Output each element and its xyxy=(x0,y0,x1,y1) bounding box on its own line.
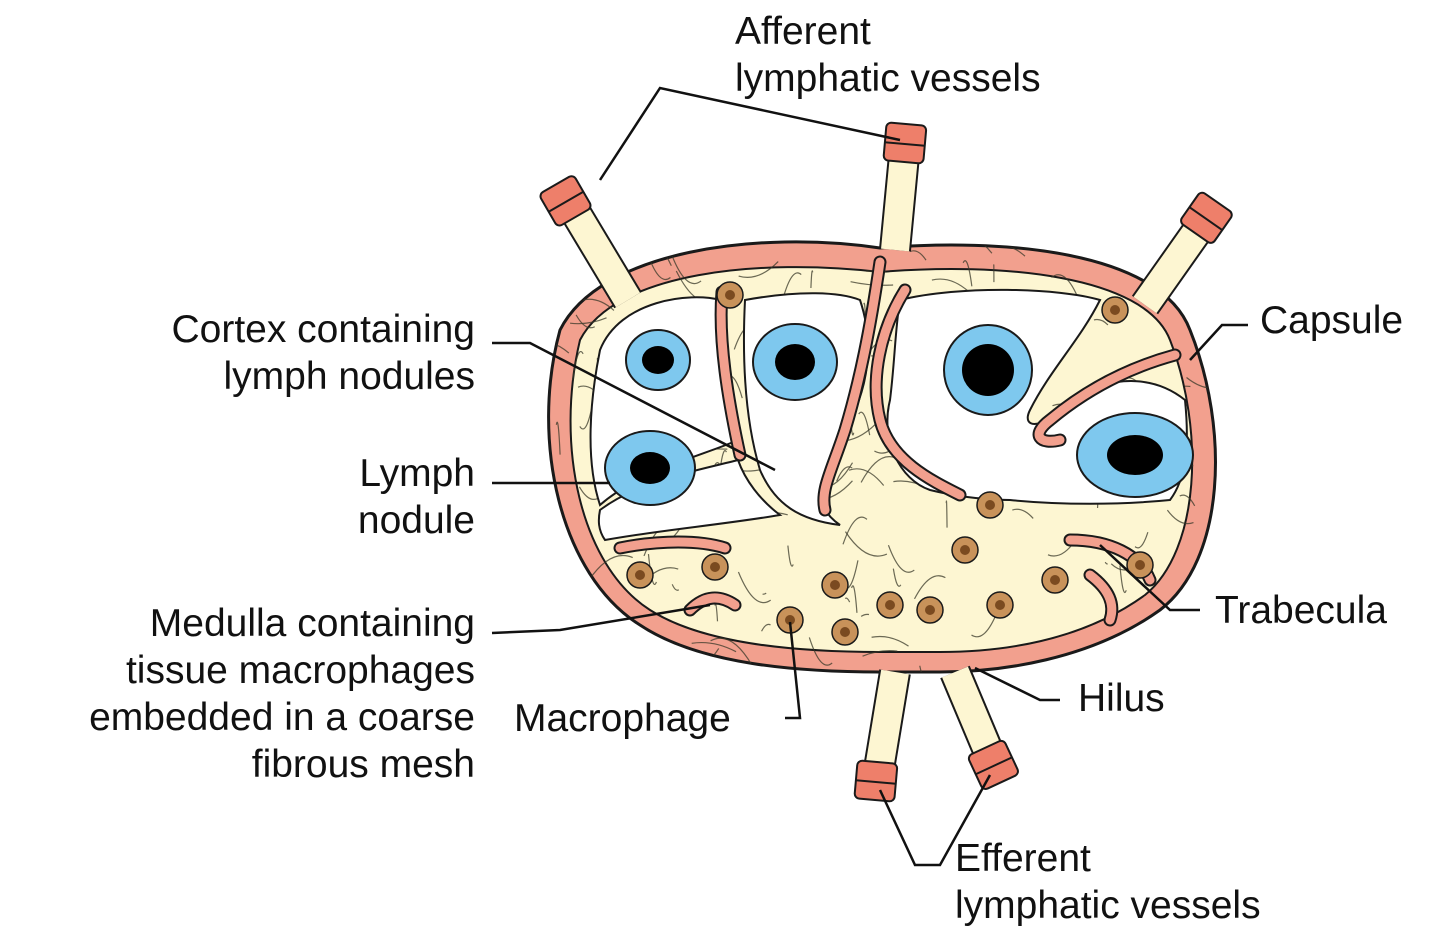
mesh-fiber xyxy=(1107,644,1130,663)
medulla-line-1: Medulla containing xyxy=(89,600,475,647)
mesh-fiber xyxy=(562,644,573,660)
afferent-line-2: lymphatic vessels xyxy=(735,55,1041,102)
medulla-line-4: fibrous mesh xyxy=(89,741,475,788)
macrophage-cell xyxy=(1102,297,1128,323)
macrophage-text: Macrophage xyxy=(514,695,731,742)
afferent-vessels-label: Afferent lymphatic vessels xyxy=(735,8,1041,102)
medulla-line-3: embedded in a coarse xyxy=(89,694,475,741)
efferent-vessels-label: Efferent lymphatic vessels xyxy=(955,835,1261,929)
vessel-end-cap xyxy=(854,760,897,801)
macrophage-cell xyxy=(1042,567,1068,593)
macrophage-cell xyxy=(917,597,943,623)
macrophage-label: Macrophage xyxy=(514,695,731,742)
lymphatic-vessel xyxy=(955,672,1020,791)
hilus-label: Hilus xyxy=(1078,675,1165,722)
lymphatic-vessel xyxy=(1145,191,1234,305)
macrophage-cell xyxy=(627,562,653,588)
cortex-label: Cortex containing lymph nodules xyxy=(171,306,475,400)
lymph-nodule xyxy=(1077,413,1193,497)
lymph-nodule xyxy=(605,431,695,505)
lymph-nodule xyxy=(753,324,837,400)
capsule-label: Capsule xyxy=(1260,297,1403,344)
medulla-line-2: tissue macrophages xyxy=(89,647,475,694)
lymphatic-vessel xyxy=(854,672,897,802)
macrophage-cell xyxy=(717,282,743,308)
lymph-nodule xyxy=(626,330,690,390)
mesh-fiber xyxy=(668,646,673,663)
mesh-fiber xyxy=(1172,611,1194,620)
lymph-nodule-label: Lymph nodule xyxy=(358,450,475,544)
cortex-line-1: Cortex containing xyxy=(171,306,475,353)
cortex-line-2: lymph nodules xyxy=(171,353,475,400)
mesh-fiber xyxy=(1198,568,1237,586)
trabecula-label: Trabecula xyxy=(1215,587,1387,634)
mesh-fiber xyxy=(1135,648,1146,677)
efferent-line-1: Efferent xyxy=(955,835,1261,882)
capsule-text: Capsule xyxy=(1260,297,1403,344)
trabecula-text: Trabecula xyxy=(1215,587,1387,634)
macrophage-cell xyxy=(987,592,1013,618)
macrophage-cell xyxy=(832,619,858,645)
medulla-label: Medulla containing tissue macrophages em… xyxy=(89,600,475,788)
vessel-end-cap xyxy=(883,122,926,163)
efferent-line-2: lymphatic vessels xyxy=(955,882,1261,929)
mesh-fiber xyxy=(1175,604,1199,625)
lymphatic-vessel xyxy=(883,122,926,250)
lymphatic-vessel xyxy=(539,174,628,300)
macrophage-cell xyxy=(822,572,848,598)
macrophage-cell xyxy=(952,537,978,563)
trabecula xyxy=(620,542,725,548)
lymph-nodule-line-1: Lymph xyxy=(358,450,475,497)
lymph-nodule xyxy=(944,325,1032,415)
macrophage-cell xyxy=(877,592,903,618)
macrophage-cell xyxy=(977,492,1003,518)
afferent-line-1: Afferent xyxy=(735,8,1041,55)
hilus-text: Hilus xyxy=(1078,675,1165,722)
lymph-nodule-line-2: nodule xyxy=(358,497,475,544)
macrophage-cell xyxy=(702,554,728,580)
hilus-leader xyxy=(975,668,1060,700)
